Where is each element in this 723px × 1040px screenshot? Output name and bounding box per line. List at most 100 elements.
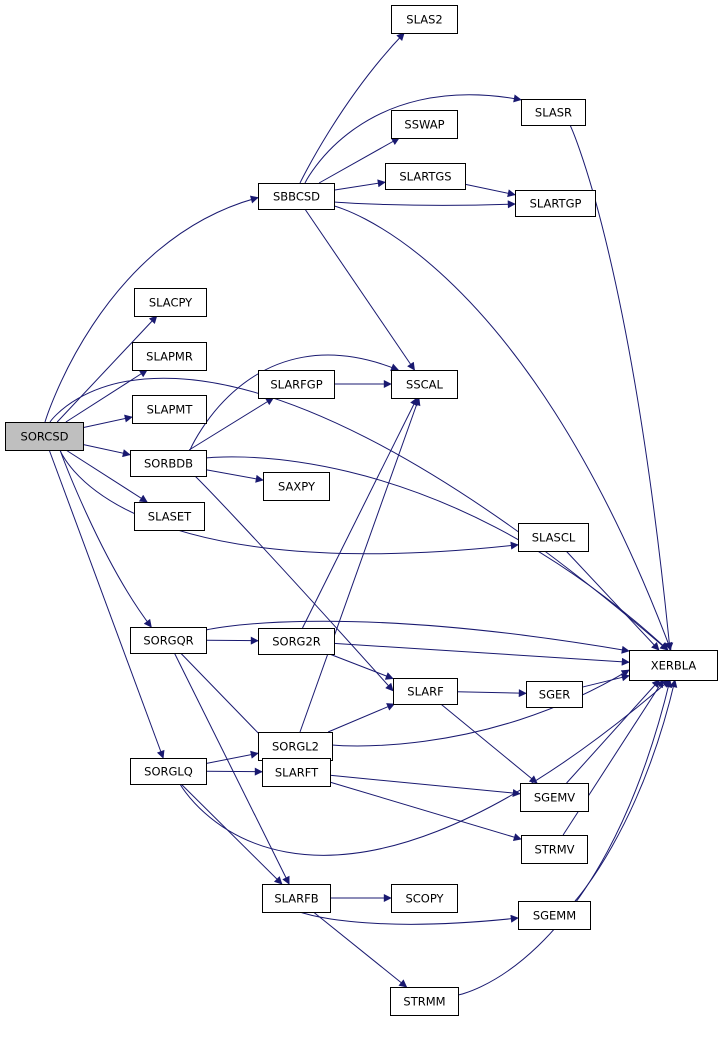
edge-sbbcsd-to-slartgp: [333, 200, 516, 209]
node-slarft[interactable]: SLARFT: [262, 758, 331, 787]
node-label: STRMV: [534, 843, 574, 857]
node-label: SLARFB: [274, 892, 318, 906]
node-box: [518, 901, 591, 930]
edge-sgemv-to-xerbla: [566, 679, 661, 784]
node-sbbcsd[interactable]: SBBCSD: [258, 183, 335, 210]
node-slascl[interactable]: SLASCL: [518, 523, 589, 552]
edge-sger-to-xerbla: [581, 673, 630, 688]
node-box: [391, 370, 458, 399]
node-scopy[interactable]: SCOPY: [391, 884, 458, 913]
node-label: SLARF: [407, 685, 443, 699]
node-label: SLACPY: [149, 296, 193, 310]
edge-sorgl2-to-sscal: [299, 397, 421, 733]
node-strmv[interactable]: STRMV: [521, 835, 588, 864]
node-label: SLASCL: [532, 531, 576, 545]
node-box: [262, 758, 331, 787]
node-box: [130, 450, 207, 477]
node-label: SLASET: [148, 510, 192, 524]
node-sgemm[interactable]: SGEMM: [518, 901, 591, 930]
node-box: [515, 190, 596, 217]
node-sorgl2[interactable]: SORGL2: [258, 732, 333, 761]
node-label: SLARFGP: [270, 378, 322, 392]
node-box: [263, 472, 330, 501]
node-box: [132, 342, 207, 371]
node-sorglq[interactable]: SORGLQ: [130, 758, 207, 785]
node-sgemv[interactable]: SGEMV: [520, 783, 589, 812]
edge-strmm-to-xerbla: [457, 679, 673, 996]
edge-sorgl2-to-xerbla: [331, 669, 630, 747]
edge-sgemm-to-xerbla: [574, 679, 678, 902]
node-box: [390, 987, 459, 1016]
edge-sbbcsd-to-sscal: [304, 208, 415, 371]
node-box: [258, 732, 333, 761]
node-sorcsd[interactable]: SORCSD: [5, 422, 84, 451]
edge-sbbcsd-to-sswap: [318, 137, 400, 184]
node-label: STRMM: [403, 995, 445, 1009]
node-xerbla[interactable]: XERBLA: [629, 650, 718, 681]
node-box: [5, 422, 84, 451]
node-label: SORGQR: [143, 634, 193, 648]
edge-slarfb-to-sgemm: [299, 911, 519, 925]
node-label: SORGL2: [272, 740, 319, 754]
node-slartgp[interactable]: SLARTGP: [515, 190, 596, 217]
node-layer: SORCSD SBBCSD SLACPY SLAPMR SLAPMT SORBDB SLAS…: [5, 5, 718, 1016]
node-label: SGEMM: [533, 909, 576, 923]
node-sger[interactable]: SGER: [526, 681, 583, 708]
node-box: [391, 110, 458, 139]
edge-sorgl2-to-slarf: [327, 703, 396, 733]
node-label: SLAPMT: [147, 403, 194, 417]
node-box: [526, 681, 583, 708]
node-box: [258, 370, 335, 399]
node-slarf[interactable]: SLARF: [393, 678, 458, 705]
node-label: SLAPMR: [146, 350, 193, 364]
node-box: [393, 678, 458, 705]
node-sorbdb[interactable]: SORBDB: [130, 450, 207, 477]
node-slacpy[interactable]: SLACPY: [134, 288, 207, 317]
node-box: [391, 5, 458, 34]
edge-sorbdb-to-saxpy: [205, 469, 264, 483]
node-box: [258, 183, 335, 210]
edge-sorcsd-to-slaset: [65, 449, 148, 503]
edge-sbbcsd-to-slas2: [299, 32, 405, 184]
edge-sorcsd-to-sbbcsd: [44, 195, 259, 423]
node-label: SLASR: [535, 106, 572, 120]
edge-sorcsd-to-sorglq: [48, 449, 165, 759]
edge-slarft-to-sgemv: [329, 774, 521, 797]
node-sscal[interactable]: SSCAL: [391, 370, 458, 399]
node-slapmt[interactable]: SLAPMT: [132, 395, 207, 424]
node-slarfb[interactable]: SLARFB: [262, 884, 331, 913]
node-slaset[interactable]: SLASET: [134, 502, 205, 531]
node-saxpy[interactable]: SAXPY: [263, 472, 330, 501]
edge-sorglq-to-sorgl2: [205, 750, 259, 764]
node-slartgs[interactable]: SLARTGS: [385, 163, 466, 190]
node-label: SBBCSD: [273, 190, 320, 204]
node-sorg2r[interactable]: SORG2R: [258, 628, 335, 655]
node-box: [391, 884, 458, 913]
node-box: [258, 628, 335, 655]
edge-slarfb-to-strmm: [313, 911, 408, 988]
edge-sorgqr-to-slarfb: [173, 652, 290, 885]
node-label: SGER: [539, 688, 570, 702]
node-strmm[interactable]: STRMM: [390, 987, 459, 1016]
edge-sorbdb-to-sscal: [189, 354, 400, 451]
edge-sorcsd-to-sorbdb: [82, 444, 131, 458]
node-slapmr[interactable]: SLAPMR: [132, 342, 207, 371]
edge-sorcsd-to-sorgqr: [59, 449, 152, 628]
node-label: SSWAP: [404, 118, 444, 132]
node-label: SLARTGP: [530, 197, 582, 211]
node-box: [518, 523, 589, 552]
edge-sorcsd-to-xerbla: [49, 377, 669, 651]
edge-sorg2r-to-xerbla: [333, 642, 630, 666]
node-label: SLARTGS: [399, 170, 451, 184]
edge-slasr-to-xerbla: [569, 124, 674, 651]
node-label: SLAS2: [406, 13, 442, 27]
node-slas2[interactable]: SLAS2: [391, 5, 458, 34]
node-slarfgp[interactable]: SLARFGP: [258, 370, 335, 399]
node-sswap[interactable]: SSWAP: [391, 110, 458, 139]
edge-sbbcsd-to-slartgs: [333, 179, 386, 191]
node-box: [134, 288, 207, 317]
edge-sorbdb-to-slarf: [194, 475, 394, 692]
node-sorgqr[interactable]: SORGQR: [130, 627, 207, 654]
node-slasr[interactable]: SLASR: [521, 99, 586, 126]
